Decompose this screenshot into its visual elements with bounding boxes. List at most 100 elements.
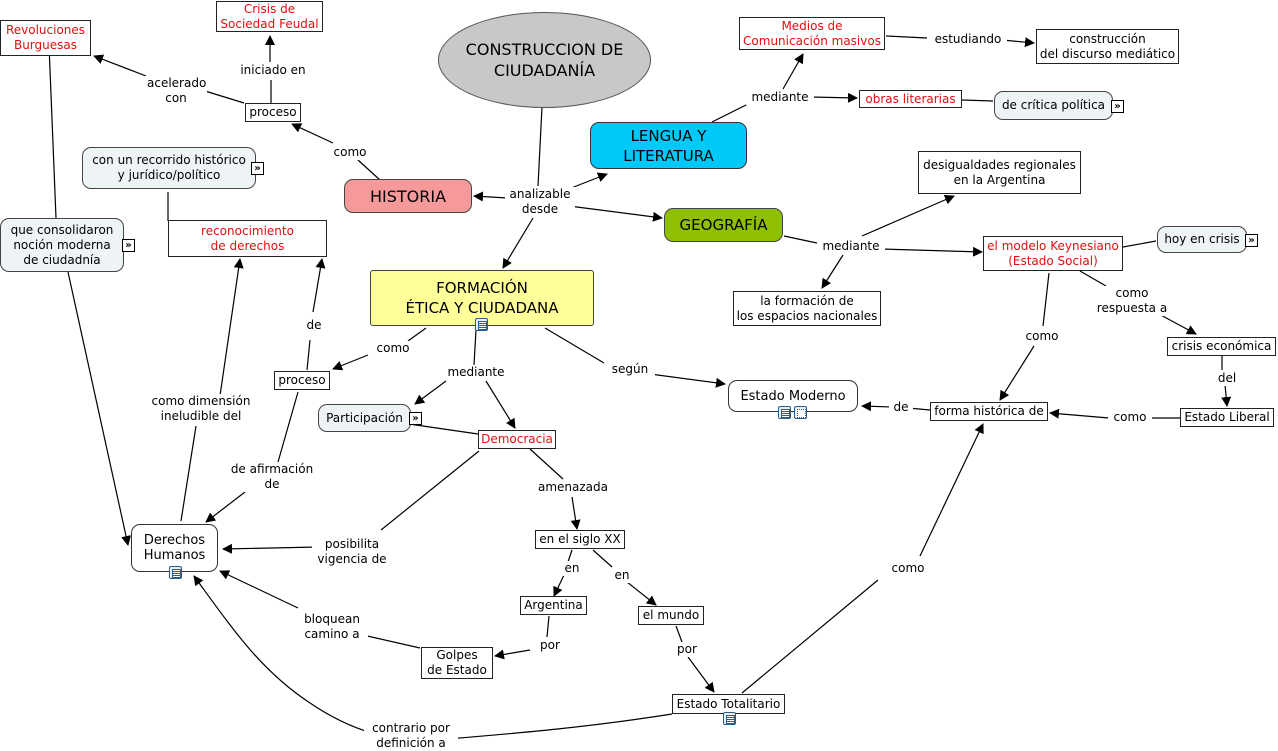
link-label: de — [302, 318, 326, 333]
node-estado-moderno[interactable]: Estado Moderno — [728, 380, 858, 419]
node-obras-label: obras literarias — [865, 91, 956, 106]
node-consolidaron-label: que consolidaron noción moderna de ciuda… — [10, 222, 114, 267]
node-proceso-mid[interactable]: proceso — [274, 371, 330, 390]
node-proceso-mid-label: proceso — [278, 373, 326, 387]
link-label: de afirmación de — [223, 462, 321, 492]
node-estado-totalitario[interactable]: Estado Totalitario — [672, 694, 785, 725]
node-geografia-label: GEOGRAFÍA — [679, 215, 768, 234]
expand-icon[interactable]: » — [251, 162, 264, 175]
node-construccion-discurso[interactable]: construcción del discurso mediático — [1036, 29, 1179, 64]
node-argentina[interactable]: Argentina — [520, 596, 587, 615]
node-hoy-en-crisis[interactable]: hoy en crisis » — [1157, 226, 1258, 253]
node-construccion-label: construcción del discurso mediático — [1039, 31, 1176, 61]
expand-icon[interactable]: » — [1245, 234, 1258, 247]
link-label: mediante — [746, 90, 814, 105]
node-recorrido-historico[interactable]: con un recorrido histórico y jurídico/po… — [82, 147, 264, 189]
node-forma-historica[interactable]: forma histórica de — [930, 402, 1048, 421]
link-label: como — [886, 561, 930, 576]
node-espacios-nacionales[interactable]: la formación de los espacios nacionales — [733, 291, 881, 326]
node-geografia[interactable]: GEOGRAFÍA — [664, 208, 783, 242]
node-derechos-humanos[interactable]: Derechos Humanos — [131, 524, 218, 579]
link-label: analizable desde — [505, 187, 575, 217]
node-crisis-feudal-label: Crisis de Sociedad Feudal — [220, 1, 319, 31]
node-estado-liberal[interactable]: Estado Liberal — [1180, 408, 1274, 427]
node-reconocimiento-derechos[interactable]: reconocimiento de derechos — [168, 220, 327, 257]
link-label: según — [605, 362, 655, 377]
node-golpes-estado[interactable]: Golpes de Estado — [421, 647, 493, 679]
node-reconocimiento-label: reconocimiento de derechos — [201, 223, 294, 253]
link-label: amenazada — [533, 480, 613, 495]
link-label: como — [1108, 410, 1152, 425]
link-label: como — [329, 145, 371, 160]
expand-icon[interactable]: » — [409, 412, 422, 425]
node-lengua[interactable]: LENGUA Y LITERATURA — [590, 122, 747, 169]
node-revoluciones-burguesas[interactable]: Revoluciones Burguesas — [0, 20, 91, 56]
expand-icon[interactable]: » — [122, 239, 135, 252]
node-espacios-label: la formación de los espacios nacionales — [736, 293, 878, 323]
node-medios-label: Medios de Comunicación masivos — [743, 18, 881, 48]
node-participacion[interactable]: Participación » — [318, 404, 422, 432]
link-label: como respuesta a — [1090, 286, 1174, 316]
node-formacion[interactable]: FORMACIÓN ÉTICA Y CIUDADANA — [370, 270, 594, 331]
node-siglo-xx[interactable]: en el siglo XX — [535, 530, 625, 549]
node-estado-moderno-label: Estado Moderno — [740, 388, 846, 404]
node-critica-politica[interactable]: de crítica política » — [994, 91, 1124, 120]
node-lengua-label: LENGUA Y LITERATURA — [623, 126, 714, 165]
node-obras-literarias[interactable]: obras literarias — [859, 90, 962, 108]
node-crisis-economica-label: crisis económica — [1171, 339, 1272, 353]
link-label: como — [372, 341, 414, 356]
link-label: acelerado con — [145, 76, 207, 106]
node-formacion-label: FORMACIÓN ÉTICA Y CIUDADANA — [405, 279, 559, 317]
resource-concept-map-icon[interactable] — [794, 406, 807, 419]
link-label: mediante — [817, 239, 885, 254]
resource-document-icon[interactable] — [778, 406, 791, 419]
node-historia[interactable]: HISTORIA — [344, 179, 472, 213]
node-desigualdades-label: desigualdades regionales en la Argentina — [923, 157, 1076, 187]
node-consolidaron[interactable]: que consolidaron noción moderna de ciuda… — [0, 218, 135, 272]
central-concept-label: CONSTRUCCION DE CIUDADANÍA — [465, 40, 624, 80]
node-estado-totalitario-label: Estado Totalitario — [676, 696, 781, 711]
node-hoy-crisis-label: hoy en crisis — [1164, 232, 1240, 246]
link-label: iniciado en — [236, 63, 310, 78]
link-label: contrario por definición a — [364, 721, 458, 751]
node-siglo-xx-label: en el siglo XX — [539, 532, 621, 546]
link-label: mediante — [442, 365, 510, 380]
node-estado-liberal-label: Estado Liberal — [1184, 410, 1270, 424]
node-crisis-economica[interactable]: crisis económica — [1167, 337, 1276, 356]
link-label: por — [671, 642, 703, 657]
link-label: como dimensión ineludible del — [143, 394, 259, 424]
node-historia-label: HISTORIA — [369, 186, 447, 206]
node-golpes-label: Golpes de Estado — [427, 648, 487, 677]
node-recorrido-label: con un recorrido histórico y jurídico/po… — [92, 153, 246, 182]
link-label: en — [609, 568, 635, 583]
node-participacion-label: Participación — [326, 410, 403, 425]
node-forma-historica-label: forma histórica de — [934, 404, 1044, 418]
node-el-mundo[interactable]: el mundo — [638, 606, 704, 625]
node-democracia[interactable]: Democracia — [478, 430, 556, 449]
link-label: bloquean camino a — [296, 612, 368, 642]
node-proceso-top[interactable]: proceso — [245, 103, 301, 122]
node-derechos-humanos-label: Derechos Humanos — [143, 533, 206, 563]
link-label: posibilita vigencia de — [312, 537, 392, 567]
node-el-mundo-label: el mundo — [642, 608, 700, 622]
node-revoluciones-label: Revoluciones Burguesas — [5, 23, 86, 52]
resource-document-icon[interactable] — [723, 712, 736, 725]
node-modelo-keynesiano[interactable]: el modelo Keynesiano (Estado Social) — [983, 236, 1123, 271]
node-proceso-top-label: proceso — [249, 105, 297, 119]
node-critica-label: de crítica política — [1001, 98, 1106, 112]
link-label: del — [1212, 371, 1242, 386]
expand-icon[interactable]: » — [1111, 100, 1124, 113]
node-democracia-label: Democracia — [481, 432, 553, 446]
node-argentina-label: Argentina — [524, 598, 583, 612]
central-concept[interactable]: CONSTRUCCION DE CIUDADANÍA — [438, 12, 651, 108]
link-label: de — [889, 400, 913, 415]
node-crisis-feudal[interactable]: Crisis de Sociedad Feudal — [216, 1, 323, 32]
node-desigualdades[interactable]: desigualdades regionales en la Argentina — [918, 151, 1081, 194]
link-label: por — [534, 638, 566, 653]
node-keynesiano-label: el modelo Keynesiano (Estado Social) — [987, 238, 1119, 268]
resource-document-icon[interactable] — [475, 318, 488, 331]
link-label: en — [560, 561, 584, 576]
resource-document-icon[interactable] — [169, 566, 182, 579]
node-medios-comunicacion[interactable]: Medios de Comunicación masivos — [739, 17, 885, 50]
